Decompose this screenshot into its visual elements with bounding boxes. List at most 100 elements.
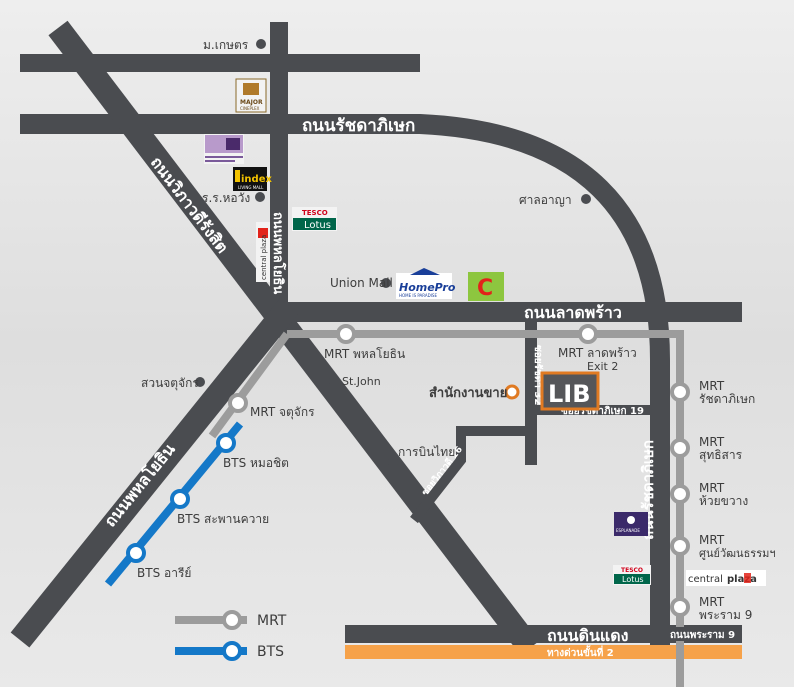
legend-mrt-station <box>222 610 242 630</box>
legend: MRT BTS <box>175 610 287 661</box>
mrt-stations <box>228 324 690 617</box>
label-expressway: ทางด่วนขั้นที่ 2 <box>547 645 614 659</box>
major-logo-text: MAJOR <box>240 99 263 106</box>
index-logo-text: index <box>241 174 272 185</box>
mrt-line <box>208 330 684 687</box>
mrt-label-sutthisan-sub: สุทธิสาร <box>699 448 743 463</box>
esplanade-mark <box>627 516 635 524</box>
station-labels: MRT พหลโยธิน MRT ลาดพร้าว Exit 2 MRT จตุ… <box>137 346 776 622</box>
tesco-south-text: TESCO <box>621 567 643 574</box>
mrt-station-phahonyothin <box>336 324 356 344</box>
mrt-label-chatuchak: MRT จตุจักร <box>250 405 315 420</box>
tesco-north-text: TESCO <box>302 209 328 217</box>
label-ratchadaphisek: ถนนรัชดาภิเษก <box>302 116 415 136</box>
mrt-station-chatuchak <box>228 393 248 413</box>
mrt-label-huai-khwang: MRT <box>699 481 725 495</box>
homepro-box <box>396 273 452 299</box>
mrt-label-cultural-centre: MRT <box>699 533 725 547</box>
landmark-dot-suan-chatuchak <box>195 377 205 387</box>
mrt-label-sutthisan: MRT <box>699 435 725 449</box>
major-logo-sub: CINEPLEX <box>240 106 260 111</box>
central-vertical-text: central plaza <box>260 235 268 280</box>
major-cineplex-logo: MAJOR CINEPLEX <box>235 78 267 113</box>
bank-logo-line1 <box>205 156 243 158</box>
office-marker <box>504 384 520 400</box>
mrt-station-ladprao <box>578 324 598 344</box>
mrt-label-rama9: MRT <box>699 595 725 609</box>
landmark-dot-thai-airways <box>388 457 398 467</box>
tesco-south-band <box>614 574 650 584</box>
mrt-label-phahonyothin: MRT พหลโยธิน <box>324 347 405 361</box>
label-rama9: ถนนพระราม 9 <box>670 630 735 641</box>
landmarks: ม.เกษตร ร.ร.หอวัง ศาลอาญา Union Mall สวน… <box>141 38 591 467</box>
mrt-station-ratchadaphisek <box>670 382 690 402</box>
landmark-thai-airways: การบินไทย <box>398 445 455 459</box>
mrt-label-huai-khwang-sub: ห้วยขวาง <box>699 494 748 508</box>
label-ladprao: ถนนลาดพร้าว <box>524 303 622 322</box>
central-text: central <box>688 574 723 585</box>
plaza-text: plaza <box>727 574 757 585</box>
legend-mrt-label: MRT <box>257 613 287 629</box>
bts-label-ari: BTS อารีย์ <box>137 566 191 580</box>
tesco-lotus-logo-south: TESCO Lotus <box>613 565 651 585</box>
landmark-horwang: ร.ร.หอวัง <box>202 191 250 205</box>
mrt-label-cultural-centre-sub: ศูนย์วัฒนธรรมฯ <box>699 547 776 560</box>
homepro-text: HomePro <box>399 281 456 294</box>
lotus-north-text: Lotus <box>304 220 331 231</box>
road-phahonyothin-south <box>10 297 300 648</box>
tesco-lotus-logo-north: TESCO Lotus <box>292 207 337 231</box>
mrt-line-branch <box>208 331 291 439</box>
bts-stations <box>126 433 236 563</box>
mrt-station-cultural-centre <box>670 536 690 556</box>
label-din-daeng: ถนนดินแดง <box>547 626 628 645</box>
road-expressway <box>345 645 742 659</box>
index-living-mall-logo: index LIVING MALL <box>233 167 272 191</box>
homepro-logo: HomePro HOME IS PARADISE <box>396 268 456 299</box>
mrt-label-ratchadaphisek-sub: รัชดาภิเษก <box>699 392 755 406</box>
lotus-south-text: Lotus <box>622 575 644 584</box>
landmark-kasetsart: ม.เกษตร <box>203 38 249 52</box>
mrt-station-sutthisan <box>670 438 690 458</box>
bank-logo <box>204 134 244 164</box>
bigc-text: C <box>477 276 493 301</box>
bigc-logo: C <box>468 272 504 301</box>
landmark-union-mall: Union Mall <box>330 276 393 290</box>
road-soi-vibhavadi-16 <box>410 426 531 524</box>
bank-logo-emblem <box>226 138 240 150</box>
landmark-office: สำนักงานขาย <box>429 385 507 401</box>
legend-bts-station <box>222 641 242 661</box>
homepro-sub: HOME IS PARADISE <box>399 293 437 298</box>
landmark-dot-kasetsart <box>256 39 266 49</box>
label-phahonyothin-north: ถนนพหลโยธิน <box>270 212 287 294</box>
bts-station-saphan-khwai <box>170 489 190 509</box>
mrt-label-ladprao: MRT ลาดพร้าว <box>558 346 637 360</box>
lib-text: LIB <box>548 380 591 408</box>
bts-label-saphan-khwai: BTS สะพานควาย <box>177 512 269 526</box>
esplanade-text: ESPLANADE <box>616 528 640 533</box>
bts-station-ari <box>126 543 146 563</box>
lib-box <box>540 371 600 411</box>
central-plaza-vertical-logo: central plaza <box>256 222 270 282</box>
bank-logo-line2 <box>205 160 235 162</box>
esplanade-logo: ESPLANADE <box>614 512 648 536</box>
mrt-label-rama9-sub: พระราม 9 <box>699 608 752 622</box>
mrt-station-rama9 <box>670 597 690 617</box>
index-logo-accent <box>235 170 240 182</box>
bigc-box <box>468 272 504 301</box>
landmark-dot-court <box>581 194 591 204</box>
index-logo-sub: LIVING MALL <box>238 185 264 190</box>
lib-logo: LIB <box>540 371 600 411</box>
major-logo-mark <box>243 83 259 95</box>
rama9-label-bg <box>666 627 740 641</box>
plaza-accent <box>744 573 751 583</box>
landmark-dot-union-mall <box>381 278 391 288</box>
homepro-roof <box>410 268 440 275</box>
mrt-label-ratchadaphisek: MRT <box>699 379 725 393</box>
landmark-st-john: St.John <box>342 375 381 388</box>
legend-bts-label: BTS <box>257 644 284 660</box>
bts-station-mo-chit <box>216 433 236 453</box>
central-plaza-logo: central plaza <box>686 570 766 586</box>
mrt-label-ladprao-exit: Exit 2 <box>587 360 618 373</box>
landmark-suan-chatuchak: สวนจตุจักร <box>141 376 199 391</box>
bts-label-mo-chit: BTS หมอชิต <box>223 456 289 470</box>
